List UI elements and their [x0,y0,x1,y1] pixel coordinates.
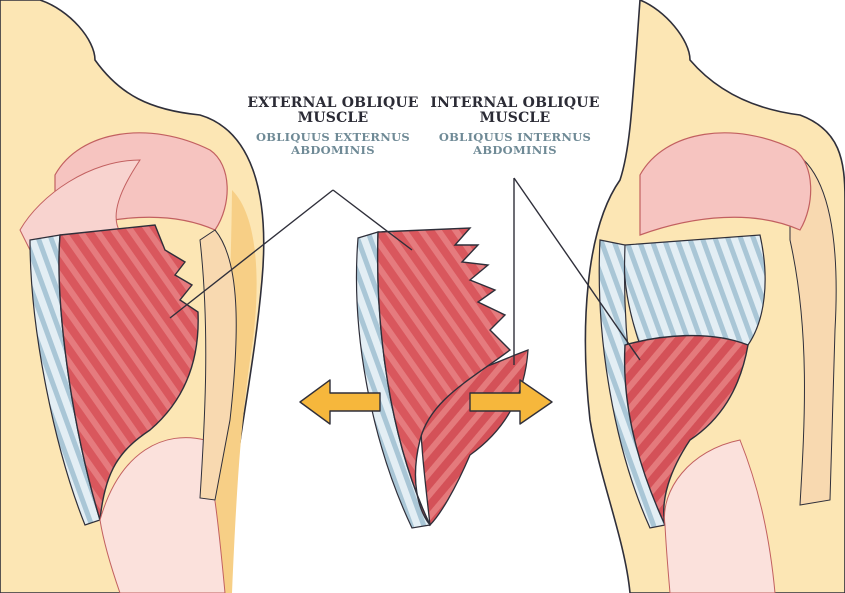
internal-title-line2: MUSCLE [410,111,620,126]
internal-oblique-label: INTERNAL OBLIQUE MUSCLE OBLIQUUS INTERNU… [410,96,620,157]
external-latin-line2: ABDOMINIS [228,144,438,157]
right-torso-figure [585,0,845,593]
external-oblique-label: EXTERNAL OBLIQUE MUSCLE OBLIQUUS EXTERNU… [228,96,438,157]
right-ribcage [624,235,765,345]
external-title-line2: MUSCLE [228,111,438,126]
internal-latin-line2: ABDOMINIS [410,144,620,157]
internal-title-line1: INTERNAL OBLIQUE [410,96,620,111]
external-latin-line1: OBLIQUUS EXTERNUS [228,131,438,144]
center-isolated-muscles [357,228,528,528]
left-torso-figure [0,0,264,593]
external-title-line1: EXTERNAL OBLIQUE [228,96,438,111]
internal-latin-line1: OBLIQUUS INTERNUS [410,131,620,144]
